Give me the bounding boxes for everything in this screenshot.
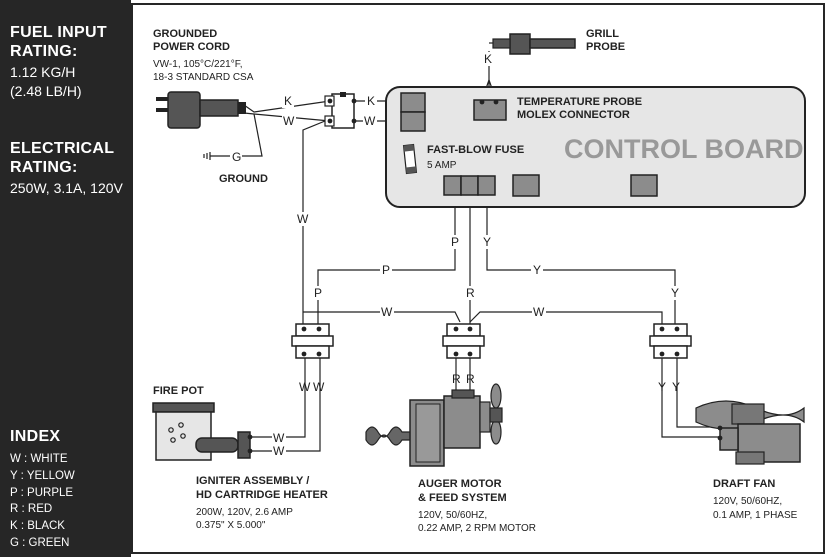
wires xyxy=(210,51,720,452)
draft-fan-spec-1: 120V, 50/60HZ, xyxy=(713,496,782,507)
wire-igniter-w1 xyxy=(250,356,306,438)
wire-label-p-mid: P xyxy=(382,263,390,277)
wire-label-y-fan-2: Y xyxy=(672,380,680,394)
temp-probe-label-2: MOLEX CONNECTOR xyxy=(517,109,630,121)
fuel-rating-title-line-2: RATING: xyxy=(10,43,78,60)
wire-label-w-ign-b: W xyxy=(273,444,285,458)
wire-label-k-probe: K xyxy=(484,52,492,66)
wire-label-w-ign-a: W xyxy=(273,431,285,445)
auger-spec-1: 120V, 50/60HZ, xyxy=(418,510,487,521)
wire-label-g: G xyxy=(232,150,241,164)
fuse-icon xyxy=(402,143,418,175)
wire-label-w-bus2: W xyxy=(533,305,545,319)
draft-fan-label: DRAFT FAN xyxy=(713,478,775,490)
board-output-terminal-icon xyxy=(443,175,496,196)
igniter-label-1: IGNITER ASSEMBLY / xyxy=(196,475,309,487)
wire-white-bus xyxy=(303,311,663,325)
wire-label-w-bus1: W xyxy=(381,305,393,319)
control-board-label: CONTROL BOARD xyxy=(564,134,804,164)
draft-fan-icon xyxy=(695,400,805,465)
wire-label-k-cord: K xyxy=(284,94,292,108)
fuse-label: FAST-BLOW FUSE xyxy=(427,144,524,156)
mains-connector-icon xyxy=(324,92,357,129)
fuel-rating-value-2: (2.48 LB/H) xyxy=(10,83,82,99)
wire-label-r-aug-1: R xyxy=(452,372,461,386)
igniter-label-2: HD CARTRIDGE HEATER xyxy=(196,489,328,501)
wire-labels: K W K W G K W P Y P Y P R Y xyxy=(230,52,681,458)
fan-connector-icon xyxy=(649,323,692,359)
wire-label-k-board: K xyxy=(367,94,375,108)
power-cord-plug-icon xyxy=(156,91,246,129)
fuel-rating-title-line-1: FUEL INPUT xyxy=(10,24,107,41)
wire-label-p-igniter: P xyxy=(314,286,322,300)
index-item-black: K : BLACK xyxy=(10,520,65,532)
ground-label: GROUND xyxy=(219,173,268,185)
index-item-white: W : WHITE xyxy=(10,453,68,465)
wire-label-w-board: W xyxy=(364,114,376,128)
auger-label-1: AUGER MOTOR xyxy=(418,478,502,490)
power-cord-spec-1: VW-1, 105°C/221°F, xyxy=(153,59,243,70)
grill-probe-label-1: GRILL xyxy=(586,28,619,40)
wire-label-p-board: P xyxy=(451,235,459,249)
wire-label-w-ign-1: W xyxy=(299,380,311,394)
igniter-spec-2: 0.375" X 5.000" xyxy=(196,520,266,531)
auger-label-2: & FEED SYSTEM xyxy=(418,492,507,504)
wire-yellow xyxy=(486,195,676,325)
index-item-purple: P : PURPLE xyxy=(10,487,74,499)
wire-label-y-board: Y xyxy=(483,235,491,249)
wire-label-y-mid: Y xyxy=(533,263,541,277)
wire-cord-ground xyxy=(210,113,263,157)
temp-probe-label-1: TEMPERATURE PROBE xyxy=(517,96,642,108)
ground-symbol-icon xyxy=(203,152,211,160)
power-cord-spec-2: 18-3 STANDARD CSA xyxy=(153,72,254,83)
auger-motor-icon xyxy=(365,383,503,467)
wire-fan-y2 xyxy=(676,356,720,428)
power-cord-label-1: GROUNDED xyxy=(153,28,217,40)
wire-white-trunk xyxy=(302,120,326,325)
igniter-connector-icon xyxy=(291,323,334,359)
wire-cord-black xyxy=(243,100,331,113)
wire-label-w-trunk: W xyxy=(297,212,309,226)
wire-label-r-auger: R xyxy=(466,286,475,300)
electrical-rating-title-line-2: RATING: xyxy=(10,159,78,176)
electrical-rating-value: 250W, 3.1A, 120V xyxy=(10,180,123,196)
index-item-yellow: Y : YELLOW xyxy=(10,470,75,482)
board-power-terminal-icon xyxy=(400,92,426,132)
wire-label-y-fan: Y xyxy=(671,286,679,300)
fuse-rating-label: 5 AMP xyxy=(427,160,457,171)
index-item-green: G : GREEN xyxy=(10,537,70,549)
wire-label-y-fan-1: Y xyxy=(658,380,666,394)
power-cord-label-2: POWER CORD xyxy=(153,41,230,53)
draft-fan-spec-2: 0.1 AMP, 1 PHASE xyxy=(713,510,798,521)
wire-fan-y1 xyxy=(661,356,720,438)
grill-probe-icon xyxy=(489,33,576,55)
wire-label-r-aug-2: R xyxy=(466,372,475,386)
index-title: INDEX xyxy=(10,428,61,445)
grill-probe-label-2: PROBE xyxy=(586,41,625,53)
diagram-frame xyxy=(131,3,825,554)
auger-spec-2: 0.22 AMP, 2 RPM MOTOR xyxy=(418,523,536,534)
electrical-rating-title-line-1: ELECTRICAL xyxy=(10,140,115,157)
fire-pot-label: FIRE POT xyxy=(153,385,204,397)
igniter-assembly-icon xyxy=(195,431,253,459)
wire-label-w-ign-2: W xyxy=(313,380,325,394)
auger-connector-icon xyxy=(442,323,485,359)
igniter-spec-1: 200W, 120V, 2.6 AMP xyxy=(196,507,293,518)
fuel-rating-value-1: 1.12 KG/H xyxy=(10,64,76,80)
index-item-red: R : RED xyxy=(10,503,53,515)
board-relay-2 xyxy=(630,174,658,197)
wire-label-w-cord: W xyxy=(283,114,295,128)
specs-sidebar: FUEL INPUT RATING: 1.12 KG/H (2.48 LB/H)… xyxy=(0,0,131,557)
board-relay-1 xyxy=(512,174,540,197)
temperature-probe-connector-icon xyxy=(473,99,507,121)
